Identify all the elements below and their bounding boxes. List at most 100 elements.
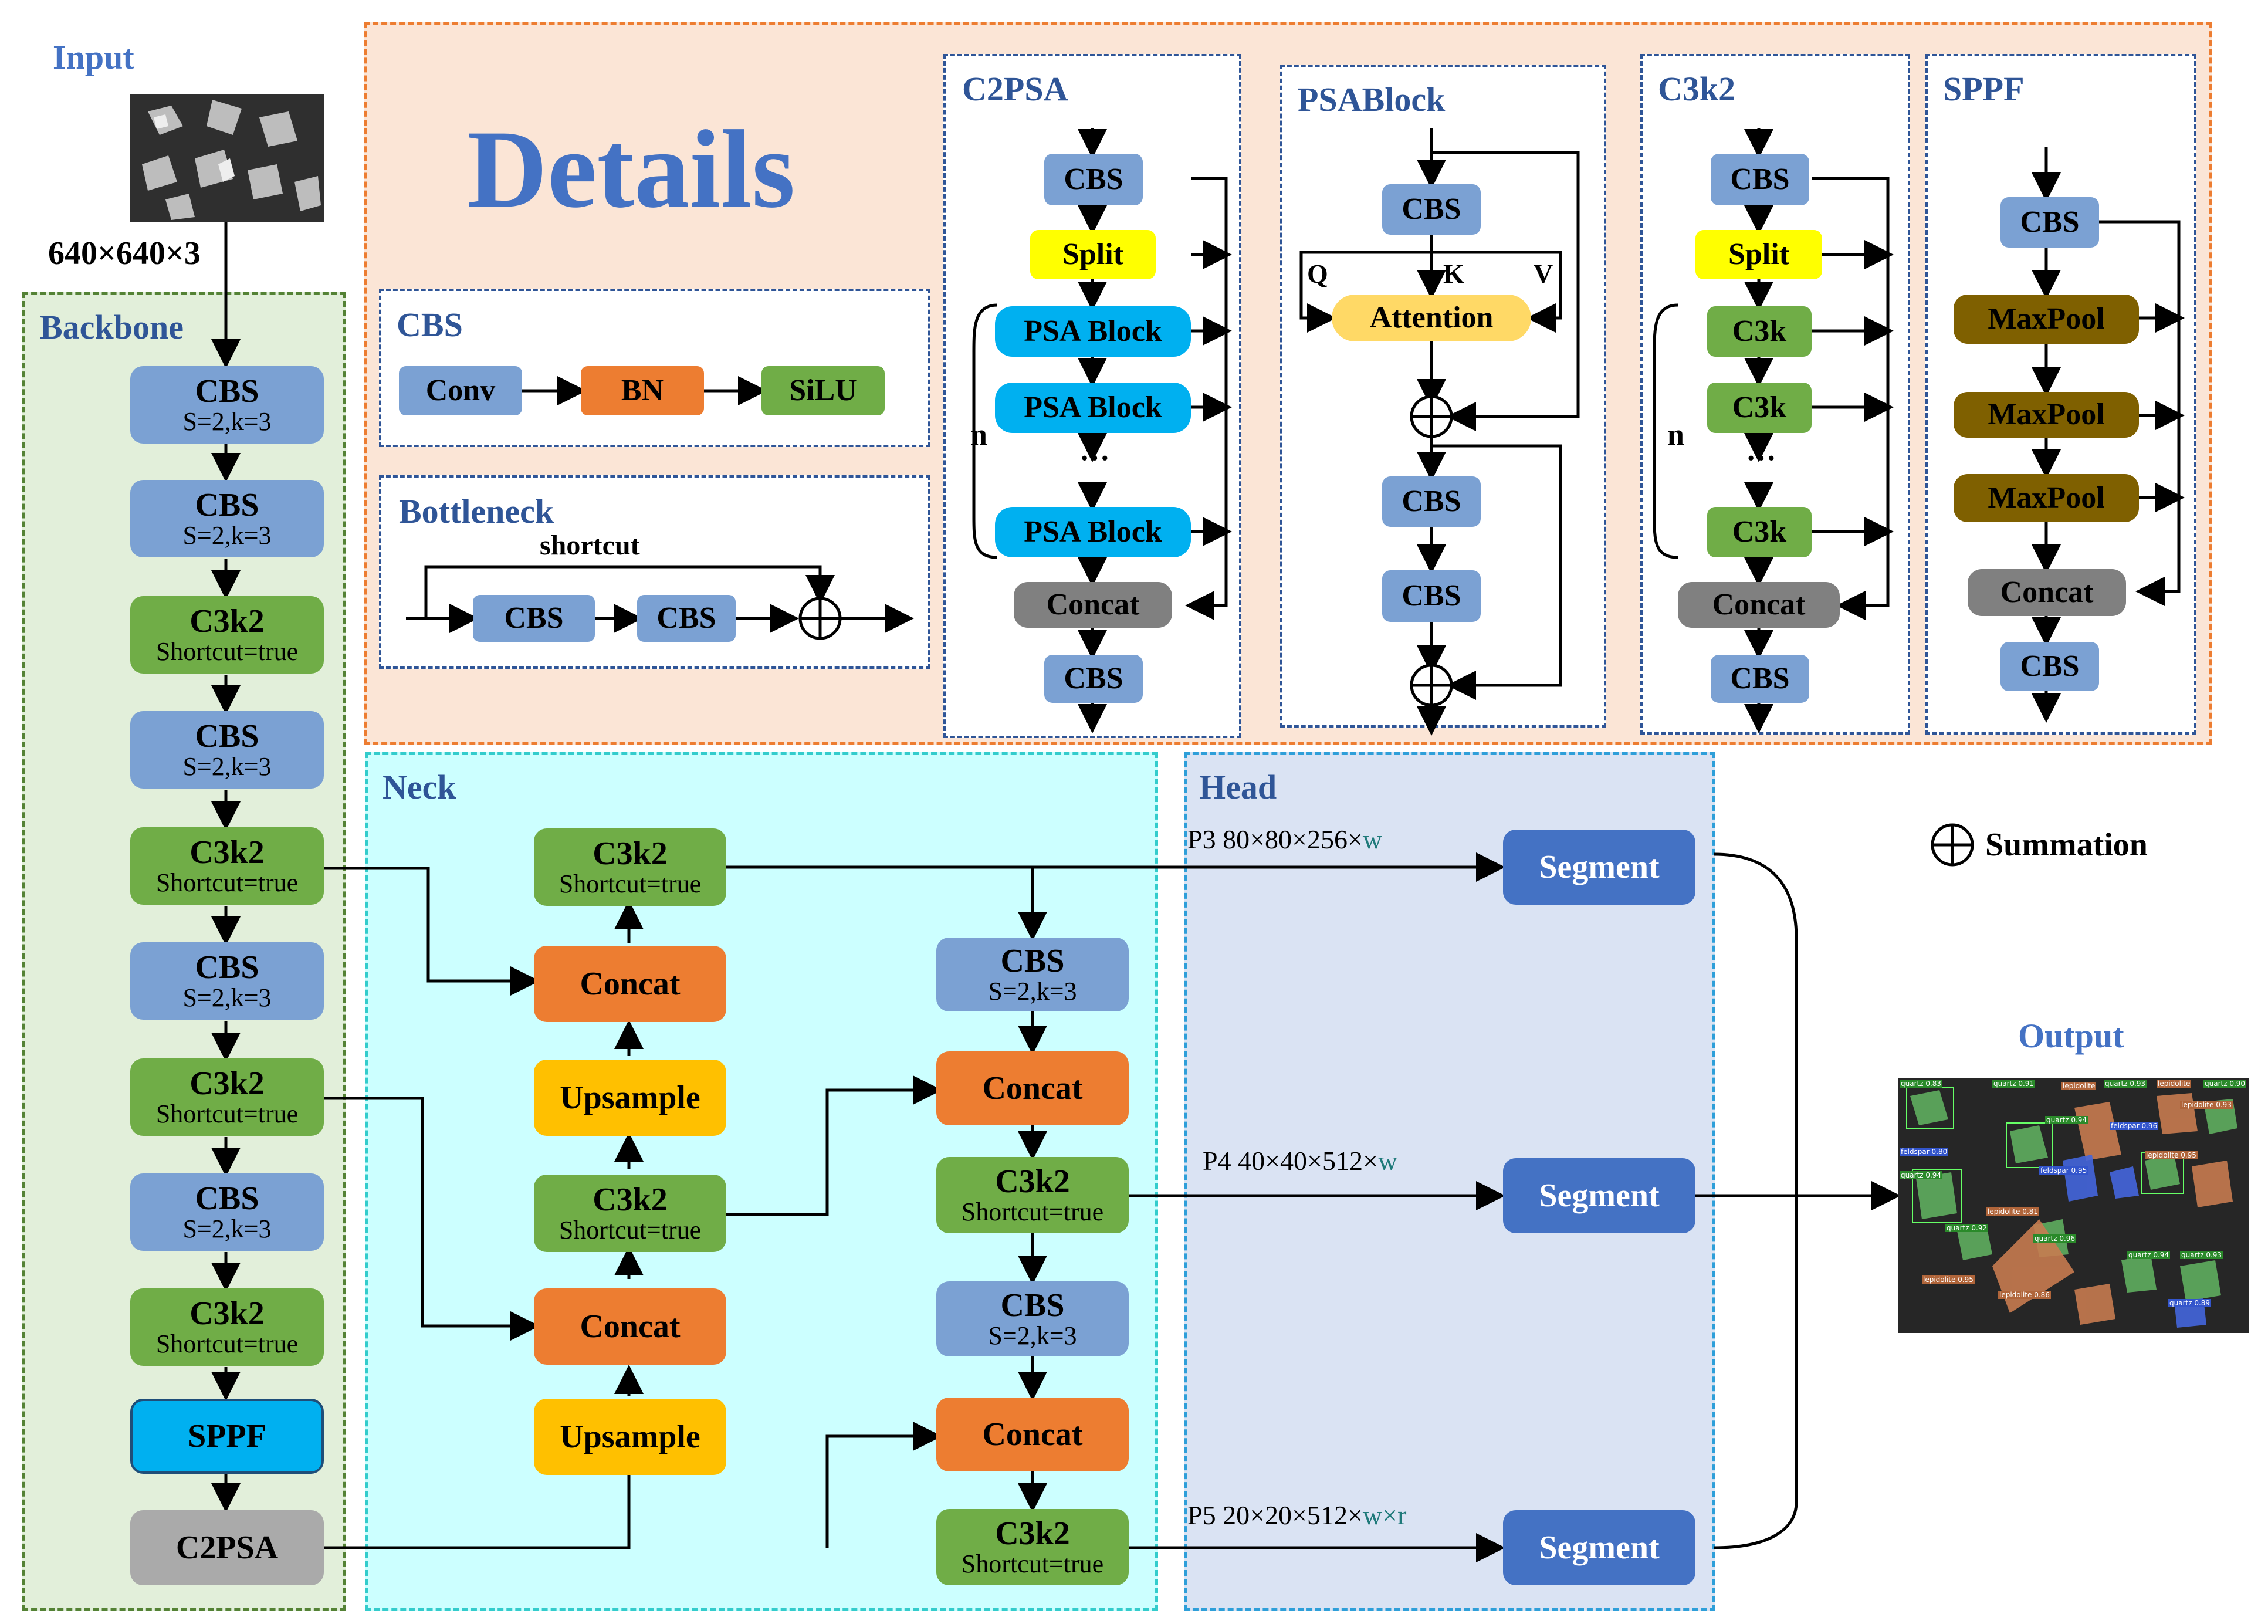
backbone-cbs-2[interactable]: CBS S=2,k=3 — [130, 480, 324, 557]
block-name: CBS — [1730, 661, 1790, 695]
block-param: Shortcut=true — [961, 1549, 1104, 1579]
block-name: CBS — [1402, 484, 1461, 518]
c2psa-psablock-1[interactable]: PSA Block — [995, 306, 1191, 357]
block-name: SiLU — [789, 373, 857, 407]
neck-right-c3k2-bottom[interactable]: C3k2 Shortcut=true — [936, 1509, 1129, 1585]
block-name: C3k2 — [593, 835, 668, 872]
block-name: SPPF — [188, 1417, 266, 1454]
c2psa-split[interactable]: Split — [1030, 230, 1156, 279]
block-param: S=2,k=3 — [182, 752, 272, 781]
bottleneck-cbs-2[interactable]: CBS — [637, 595, 736, 642]
sppf-maxpool-2[interactable]: MaxPool — [1954, 392, 2139, 438]
neck-right-cbs-top[interactable]: CBS S=2,k=3 — [936, 938, 1129, 1011]
neck-left-c3k2-mid[interactable]: C3k2 Shortcut=true — [534, 1175, 726, 1252]
block-name: MaxPool — [1988, 481, 2105, 515]
c3k2-split[interactable]: Split — [1695, 230, 1822, 279]
block-param: S=2,k=3 — [182, 983, 272, 1013]
block-name: PSA Block — [1024, 515, 1162, 549]
block-name: C3k2 — [995, 1515, 1070, 1552]
k-label: K — [1443, 259, 1464, 289]
bottleneck-detail-title: Bottleneck — [399, 492, 554, 530]
backbone-title: Backbone — [40, 308, 184, 346]
cbs-detail-silu[interactable]: SiLU — [761, 366, 885, 415]
neck-title: Neck — [382, 768, 456, 806]
c3k2-cbs-top[interactable]: CBS — [1711, 154, 1809, 205]
block-param: Shortcut=true — [961, 1197, 1104, 1227]
q-label: Q — [1307, 259, 1328, 289]
psablock-cbs-top[interactable]: CBS — [1382, 184, 1481, 235]
block-param: Shortcut=true — [155, 1099, 299, 1129]
block-name: CBS — [1000, 1287, 1065, 1324]
sppf-maxpool-3[interactable]: MaxPool — [1954, 474, 2139, 522]
backbone-c3k2-3[interactable]: C3k2 Shortcut=true — [130, 1058, 324, 1136]
block-name: MaxPool — [1988, 302, 2105, 336]
backbone-cbs-4[interactable]: CBS S=2,k=3 — [130, 942, 324, 1020]
block-name: CBS — [2020, 205, 2080, 239]
c2psa-concat[interactable]: Concat — [1014, 582, 1172, 628]
c2psa-cbs-bottom[interactable]: CBS — [1044, 655, 1143, 703]
backbone-c3k2-4[interactable]: C3k2 Shortcut=true — [130, 1288, 324, 1366]
backbone-c2psa[interactable]: C2PSA — [130, 1510, 324, 1585]
segment-p4[interactable]: Segment — [1503, 1158, 1695, 1233]
detection-label: quartz 0.93 — [2180, 1251, 2223, 1259]
neck-left-upsample-bottom[interactable]: Upsample — [534, 1399, 726, 1475]
detection-label: quartz 0.93 — [2104, 1080, 2147, 1088]
neck-right-cbs-bottom[interactable]: CBS S=2,k=3 — [936, 1281, 1129, 1356]
backbone-c3k2-2[interactable]: C3k2 Shortcut=true — [130, 827, 324, 905]
c3k2-c3k-n[interactable]: C3k — [1707, 507, 1812, 557]
c2psa-psablock-2[interactable]: PSA Block — [995, 383, 1191, 433]
sppf-cbs-bottom[interactable]: CBS — [2000, 642, 2099, 691]
sppf-detail-title: SPPF — [1943, 70, 2025, 108]
neck-left-concat-top[interactable]: Concat — [534, 946, 726, 1022]
backbone-sppf[interactable]: SPPF — [130, 1399, 324, 1474]
page-title: Details — [467, 108, 796, 231]
block-name: C3k — [1732, 314, 1787, 348]
block-name: Upsample — [560, 1079, 700, 1116]
backbone-cbs-5[interactable]: CBS S=2,k=3 — [130, 1173, 324, 1251]
psablock-attention[interactable]: Attention — [1332, 295, 1531, 341]
neck-left-upsample-top[interactable]: Upsample — [534, 1060, 726, 1136]
neck-right-concat-top[interactable]: Concat — [936, 1051, 1129, 1125]
sppf-maxpool-1[interactable]: MaxPool — [1954, 295, 2139, 344]
block-name: Attention — [1369, 300, 1494, 334]
psablock-cbs-mid[interactable]: CBS — [1382, 476, 1481, 527]
cbs-detail-conv[interactable]: Conv — [399, 366, 522, 415]
c3k2-dots: ··· — [1746, 442, 1777, 475]
backbone-cbs-1[interactable]: CBS S=2,k=3 — [130, 366, 324, 444]
block-param: S=2,k=3 — [988, 1321, 1077, 1351]
detection-label: lepidolite 0.93 — [2180, 1101, 2233, 1109]
cbs-detail-title: CBS — [397, 306, 463, 344]
cbs-detail-bn[interactable]: BN — [581, 366, 704, 415]
c2psa-cbs-top[interactable]: CBS — [1044, 154, 1143, 205]
sppf-concat[interactable]: Concat — [1968, 569, 2126, 616]
c3k2-c3k-1[interactable]: C3k — [1707, 306, 1812, 357]
neck-left-concat-bottom[interactable]: Concat — [534, 1288, 726, 1365]
neck-right-c3k2-mid[interactable]: C3k2 Shortcut=true — [936, 1157, 1129, 1233]
block-param: S=2,k=3 — [182, 407, 272, 437]
detection-label: feldspar 0.96 — [2110, 1122, 2159, 1130]
block-name: C3k2 — [593, 1181, 668, 1218]
c3k2-detail-title: C3k2 — [1658, 70, 1736, 108]
c3k2-c3k-2[interactable]: C3k — [1707, 383, 1812, 433]
neck-left-c3k2-top[interactable]: C3k2 Shortcut=true — [534, 828, 726, 906]
block-name: CBS — [1730, 162, 1790, 196]
block-param: S=2,k=3 — [988, 977, 1077, 1006]
psablock-cbs-bottom[interactable]: CBS — [1382, 570, 1481, 622]
neck-right-concat-bottom[interactable]: Concat — [936, 1398, 1129, 1471]
output-detections: quartz 0.83 quartz 0.91 lepidolite quart… — [1898, 1078, 2249, 1333]
c3k2-cbs-bottom[interactable]: CBS — [1711, 655, 1809, 703]
p4-feature-label: P4 40×40×512×w — [1203, 1145, 1397, 1176]
summation-legend-label: Summation — [1985, 827, 2148, 863]
backbone-c3k2-1[interactable]: C3k2 Shortcut=true — [130, 596, 324, 674]
block-name: MaxPool — [1988, 397, 2105, 431]
segment-p3[interactable]: Segment — [1503, 830, 1695, 905]
c3k2-concat[interactable]: Concat — [1678, 582, 1840, 628]
backbone-cbs-3[interactable]: CBS S=2,k=3 — [130, 711, 324, 789]
block-name: CBS — [195, 718, 259, 755]
sppf-cbs-top[interactable]: CBS — [2000, 197, 2099, 248]
bottleneck-cbs-1[interactable]: CBS — [473, 595, 595, 642]
block-param: Shortcut=true — [558, 869, 702, 899]
shortcut-label: shortcut — [540, 530, 640, 561]
segment-p5[interactable]: Segment — [1503, 1510, 1695, 1585]
c2psa-psablock-n[interactable]: PSA Block — [995, 507, 1191, 557]
